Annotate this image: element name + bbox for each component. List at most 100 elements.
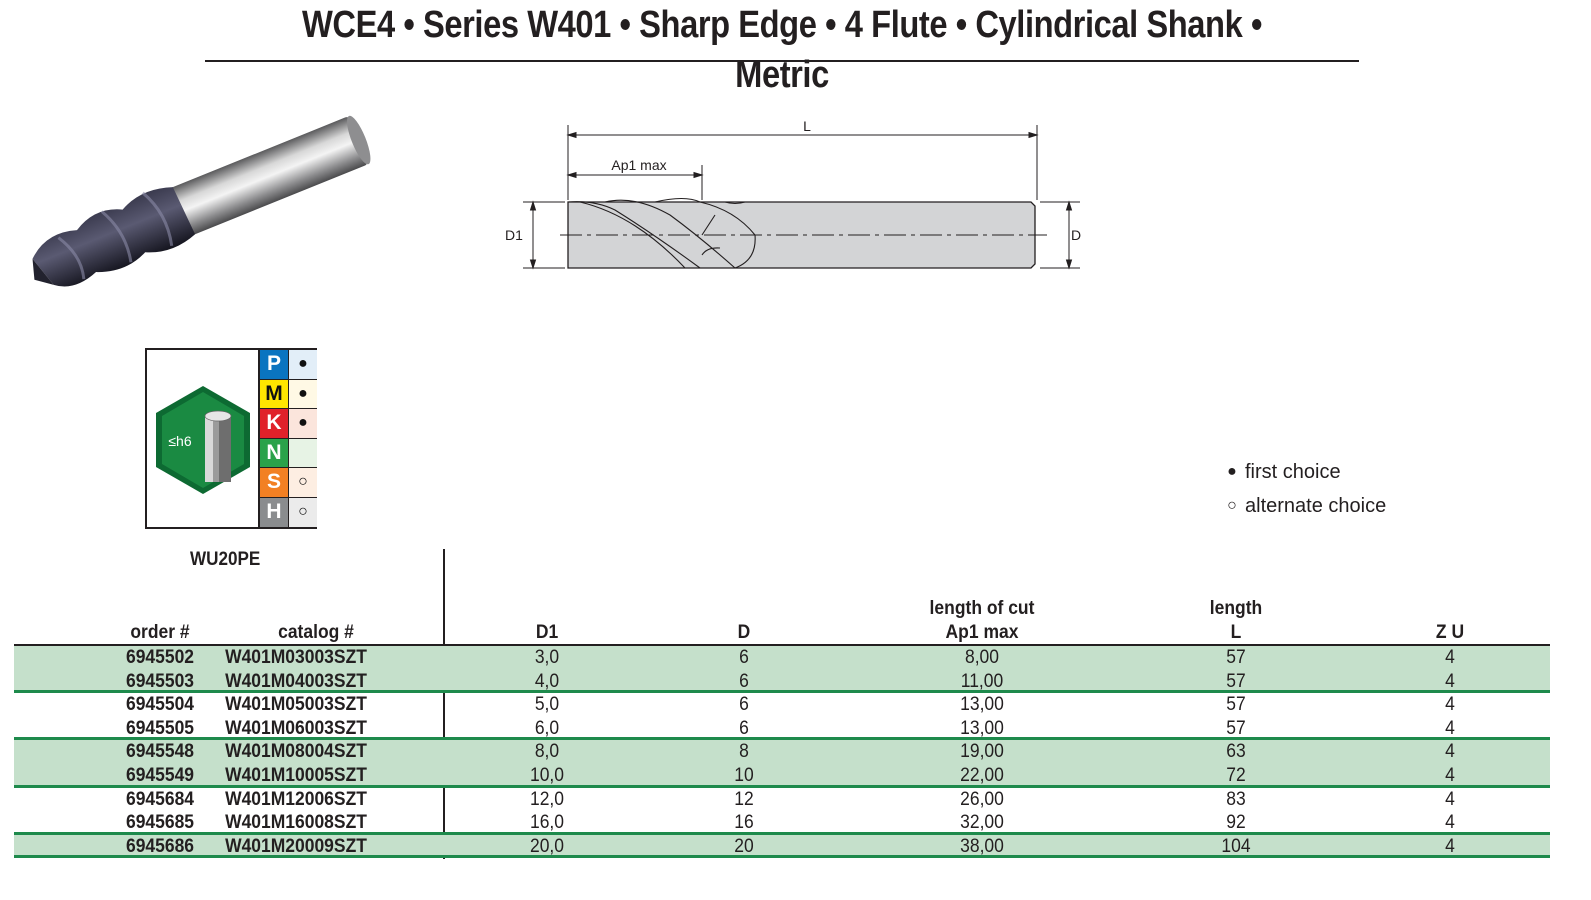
cell-ap1: 13,00 (960, 694, 1004, 716)
iso-letter: H (260, 497, 289, 527)
cell-d: 16 (734, 812, 754, 834)
cell-d: 6 (739, 694, 749, 716)
cell-d1: 4,0 (534, 670, 560, 692)
cell-ap1: 32,00 (960, 812, 1004, 834)
cell-d1: 3,0 (534, 647, 560, 668)
col-header-catalog: catalog # (278, 622, 354, 643)
cell-catalog: W401M04003SZT (225, 670, 367, 692)
alternate-choice-circle-icon: ○ (289, 497, 317, 527)
cell-l: 57 (1226, 694, 1246, 716)
col-header-ap1: Ap1 max (945, 622, 1019, 643)
cell-order: 6945684 (125, 788, 195, 810)
col-header-l: L (1230, 622, 1242, 643)
cell-d: 12 (734, 788, 754, 810)
cell-d: 20 (734, 835, 754, 857)
cell-d: 10 (734, 764, 754, 786)
cylindrical-shank-hex-icon: ≤h6 (156, 386, 250, 494)
col-header-d: D (737, 622, 751, 643)
cell-catalog: W401M08004SZT (225, 741, 367, 763)
first-choice-dot-icon: ● (289, 350, 317, 379)
cell-l: 57 (1226, 670, 1246, 692)
dim-label-d1: D1 (505, 227, 523, 243)
dim-label-d: D (1071, 227, 1081, 243)
iso-row-n: N (260, 438, 317, 468)
open-circle-icon: ○ (1227, 497, 1237, 514)
cell-zu: 4 (1445, 835, 1455, 857)
cell-zu: 4 (1445, 764, 1455, 786)
end-mill-photo (32, 115, 371, 287)
title-underline (205, 60, 1359, 62)
iso-letter: P (260, 350, 289, 379)
iso-letter: S (260, 468, 289, 497)
cell-ap1: 22,00 (960, 764, 1004, 786)
col-header-l-top: length (1209, 598, 1263, 619)
cell-l: 63 (1226, 741, 1246, 763)
cell-d1: 6,0 (534, 717, 560, 739)
iso-row-k: K● (260, 409, 317, 439)
first-choice-dot-icon: ● (289, 409, 317, 438)
cell-zu: 4 (1445, 670, 1455, 692)
cell-l: 72 (1226, 764, 1246, 786)
alternate-choice-circle-icon: ○ (289, 468, 317, 497)
cell-ap1: 13,00 (960, 717, 1004, 739)
empty-choice-cell (289, 438, 317, 467)
dim-label-ap1: Ap1 max (611, 157, 666, 173)
table-divider (443, 549, 445, 859)
cell-ap1: 19,00 (960, 741, 1004, 763)
choice-legend: ● first choice ○ alternate choice (1225, 455, 1386, 523)
cell-d: 6 (739, 647, 749, 668)
shank-tolerance-label: ≤h6 (168, 433, 191, 449)
cell-catalog: W401M05003SZT (225, 694, 367, 716)
cell-l: 92 (1226, 812, 1246, 834)
col-header-ap1-top: length of cut (929, 598, 1035, 619)
first-choice-dot-icon: ● (289, 379, 317, 408)
cell-d: 6 (739, 717, 749, 739)
legend-alternate-choice: ○ alternate choice (1225, 489, 1386, 523)
technical-drawing: L Ap1 max D1 D (505, 118, 1081, 270)
table-header: order # catalog # D1 D length of cut Ap1… (14, 595, 1550, 645)
cell-zu: 4 (1445, 741, 1455, 763)
cell-l: 57 (1226, 647, 1246, 668)
cell-d: 8 (739, 741, 749, 763)
iso-row-p: P● (260, 350, 317, 380)
cell-l: 104 (1221, 835, 1251, 857)
cell-d1: 20,0 (529, 835, 565, 857)
cell-catalog: W401M16008SZT (225, 812, 367, 834)
legend-first-label: first choice (1245, 461, 1341, 483)
col-header-zu: Z U (1435, 622, 1465, 643)
cell-ap1: 8,00 (964, 647, 1000, 668)
iso-letter: K (260, 409, 289, 438)
iso-row-h: H○ (260, 497, 317, 527)
header-rule (14, 644, 1550, 646)
cell-d1: 16,0 (529, 812, 565, 834)
cell-zu: 4 (1445, 694, 1455, 716)
cell-catalog: W401M06003SZT (225, 717, 367, 739)
iso-row-s: S○ (260, 468, 317, 498)
table-row: 6945685 W401M16008SZT 16,0 16 32,00 92 4 (14, 811, 1550, 835)
cell-ap1: 26,00 (960, 788, 1004, 810)
cell-d: 6 (739, 670, 749, 692)
page-title: WCE4 • Series W401 • Sharp Edge • 4 Flut… (302, 4, 1262, 96)
cell-zu: 4 (1445, 812, 1455, 834)
cell-zu: 4 (1445, 788, 1455, 810)
cell-order: 6945686 (125, 835, 195, 857)
cell-order: 6945502 (125, 647, 195, 668)
grade-label: WU20PE (190, 549, 261, 570)
cell-order: 6945505 (125, 717, 195, 739)
cell-catalog: W401M10005SZT (225, 764, 367, 786)
cell-ap1: 38,00 (960, 835, 1004, 857)
cell-catalog: W401M12006SZT (225, 788, 367, 810)
cell-order: 6945685 (125, 812, 195, 834)
dim-label-L: L (803, 118, 811, 134)
legend-first-choice: ● first choice (1225, 455, 1386, 489)
